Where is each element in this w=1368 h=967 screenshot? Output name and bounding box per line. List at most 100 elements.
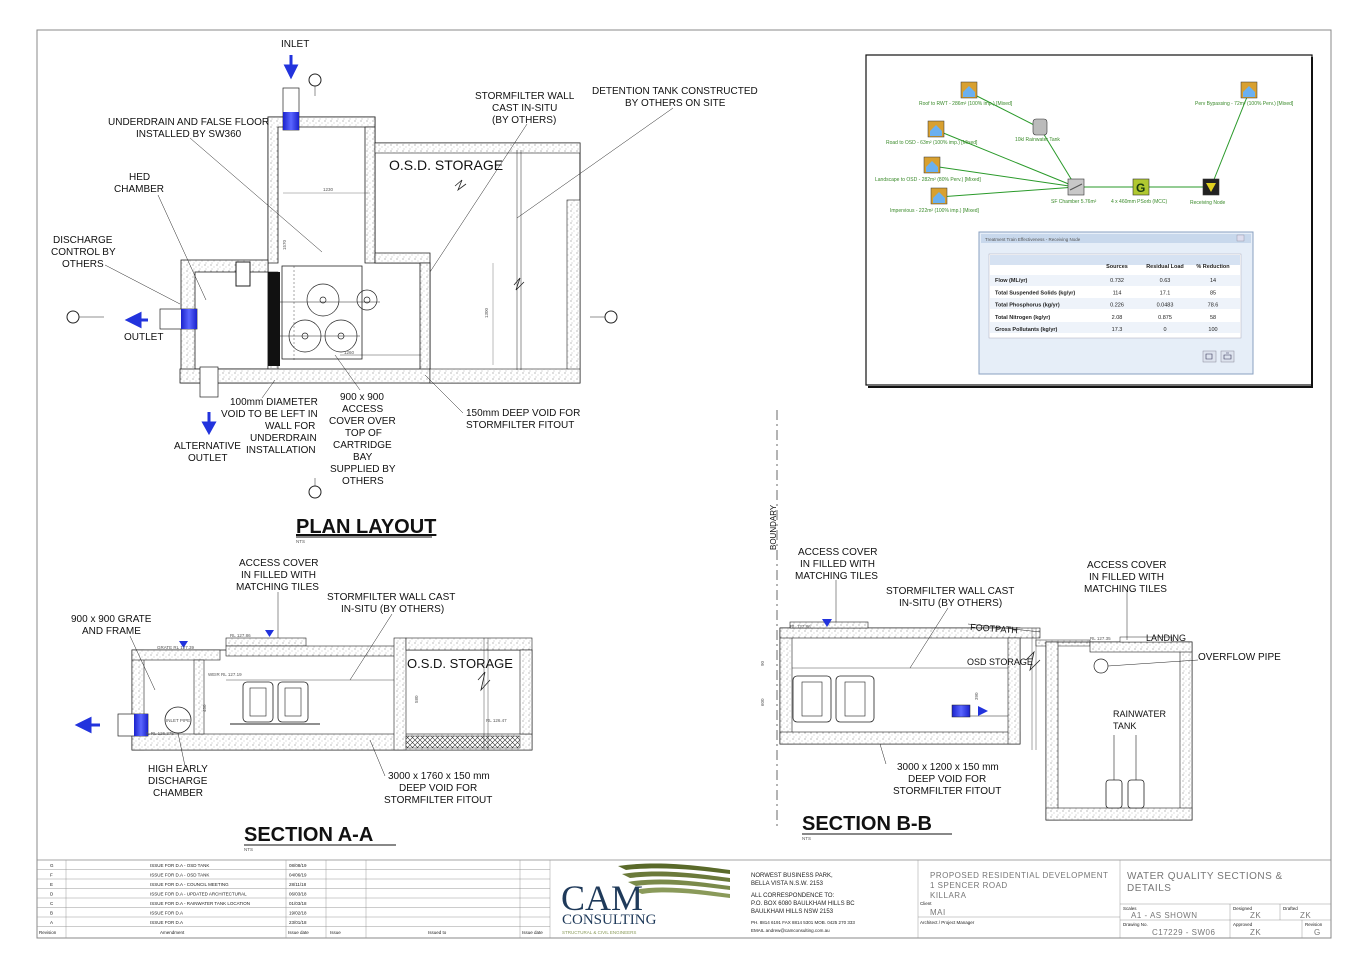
results-table-cell: 0.732 (1110, 278, 1124, 284)
results-table-cell: 58 (1210, 315, 1216, 321)
results-header-cell: Sources (1106, 264, 1128, 270)
drawing-title-2: DETAILS (1127, 883, 1171, 894)
plan-wall-label-2: CAST IN-SITU (492, 103, 557, 114)
sectionA-void-label: 3000 x 1760 x 150 mm (388, 771, 490, 782)
results-table-cell: 0.0483 (1157, 303, 1174, 309)
plan-scale: NTS (296, 539, 305, 544)
sectionA-grate-rl: GRATE RL 127.39 (157, 645, 195, 650)
plan-discharge-label-3: OTHERS (62, 259, 104, 270)
plan-access-label-5: CARTRIDGE (333, 440, 392, 451)
sectionB-landing-label: LANDING (1146, 633, 1186, 643)
project-arch-label: Architect / Project Manager (920, 920, 975, 925)
revision-letter: B (50, 911, 53, 916)
sectionB-wall-label-2: IN-SITU (BY OTHERS) (899, 598, 1002, 609)
drawing-designed: ZK (1250, 911, 1261, 920)
section-marker-icon (308, 485, 322, 499)
section-b-b: BOUNDARY (760, 410, 1281, 841)
company-phone: PH. 8814 6191 FAX 8814 5301 MOB. 0425 27… (751, 920, 855, 925)
sectionB-access-label-3: MATCHING TILES (795, 571, 878, 582)
plan-access-label-7: SUPPLIED BY (330, 464, 396, 475)
revision-date: 04/06/19 (289, 873, 307, 878)
pump-icon (1105, 735, 1145, 809)
sectionB-void-label: 3000 x 1200 x 150 mm (897, 762, 999, 773)
results-header-cell: % Reduction (1196, 264, 1230, 270)
drawing-approved-label: Approved (1233, 922, 1253, 927)
revision-date: 19/02/18 (289, 911, 307, 916)
revision-amendment: ISSUE FOR D.A - RAINWATER TANK LOCATION (150, 901, 250, 906)
results-table-cell: 78.6 (1208, 303, 1219, 309)
sectionA-hed-label: HIGH EARLY (148, 764, 208, 775)
section-marker-icon (308, 73, 322, 87)
plan-wall-label: STORMFILTER WALL (475, 91, 575, 102)
sectionB-boundary-label: BOUNDARY (769, 504, 778, 550)
sectionB-d600: 600 (760, 698, 765, 706)
revision-amendment: ISSUE FOR D.A - UPDATED ARCHITECTURAL (150, 892, 247, 897)
sectionB-d390: 390 (974, 692, 979, 700)
sectionA-hed-label-2: DISCHARGE (148, 776, 208, 787)
window-close-icon[interactable] (1236, 234, 1245, 242)
sectionB-access-label-6: MATCHING TILES (1084, 584, 1167, 595)
plan-void-label: 100mm DIAMETER (230, 397, 318, 408)
revision-letter: A (50, 920, 53, 925)
results-table-cell: 85 (1210, 290, 1216, 296)
revision-amendment: ISSUE FOR D.A (150, 920, 183, 925)
results-table-cell: 114 (1113, 290, 1122, 296)
sectionB-access-label-4: ACCESS COVER (1087, 560, 1166, 571)
project-line2: 1 SPENCER ROAD (930, 881, 1008, 890)
sectionB-void-label-2: DEEP VOID FOR (908, 774, 986, 785)
sectionB-osd-label: OSD STORAGE (967, 657, 1033, 667)
outlet-arrow-icon (124, 311, 148, 329)
rev-header-revision: Revision (39, 930, 57, 935)
plan-underdrain-label: UNDERDRAIN AND FALSE FLOOR (108, 117, 269, 128)
copy-icon (1205, 353, 1213, 360)
results-table-cell: 0 (1163, 327, 1166, 333)
drawing-drafted: ZK (1300, 911, 1311, 920)
revision-letter: D (50, 892, 54, 897)
results-table-cell: 2.08 (1112, 315, 1123, 321)
plan-discharge-label: DISCHARGE (53, 235, 113, 246)
drawing-title-1: WATER QUALITY SECTIONS & (1127, 871, 1283, 882)
company-addr2: BELLA VISTA N.S.W. 2153 (751, 881, 824, 887)
project-line1: PROPOSED RESIDENTIAL DEVELOPMENT (930, 871, 1108, 880)
sectionB-wall-label: STORMFILTER WALL CAST (886, 586, 1014, 597)
plan-tank-label-2: BY OTHERS ON SITE (625, 98, 726, 109)
plan-void-label-4: UNDERDRAIN (250, 433, 317, 444)
plan-alt-outlet-label: ALTERNATIVE (174, 441, 241, 452)
section-marker-icon (66, 310, 80, 324)
sectionA-hed-label-3: CHAMBER (153, 788, 203, 799)
sectionA-il: IL RL 126.375 (146, 731, 174, 736)
sectionA-d450: 450 (202, 704, 207, 712)
inflow-arrow-icon (978, 706, 988, 716)
copy-button[interactable] (1202, 350, 1217, 363)
plan-deepvoid-label-2: STORMFILTER FITOUT (466, 420, 574, 431)
drawing-revision-label: Revision (1305, 922, 1323, 927)
plan-title: PLAN LAYOUT (296, 516, 436, 538)
revision-amendment: ISSUE FOR D.A - OSD TANK (150, 863, 209, 868)
revision-letter: C (50, 901, 54, 906)
music-node-psorb: 4 x 460mm PSorb (MCC) (1111, 199, 1167, 205)
plan-tank-label: DETENTION TANK CONSTRUCTED (592, 86, 758, 97)
section-a-a: INLET PIPE GRATE RL 127.39 RL 127.86 WEI… (71, 558, 533, 852)
revision-letter: E (50, 882, 53, 887)
sectionA-scale: NTS (244, 847, 253, 852)
drawing-no: C17229 - SW06 (1152, 928, 1215, 937)
sectionA-rl2: RL 126.47 (486, 718, 507, 723)
revision-letter: F (50, 873, 53, 878)
sectionA-access-label-3: MATCHING TILES (236, 582, 319, 593)
revision-amendment: ISSUE FOR D.A - COUNCIL MEETING (150, 882, 229, 887)
rainwater-tank-node-icon (1032, 118, 1048, 136)
outlet-arrow-icon (74, 716, 100, 734)
music-node-chamber: SF Chamber 5.76m² (1051, 199, 1097, 205)
sectionB-title: SECTION B-B (802, 813, 932, 835)
results-window: Treatment Train Effectiveness - Receivin… (978, 231, 1254, 375)
print-button[interactable] (1220, 350, 1235, 363)
revision-amendment: ISSUE FOR D.A - OSD TANK (150, 873, 209, 878)
drawing-approved: ZK (1250, 928, 1261, 937)
sectionB-rl1: RL 127.86 (790, 624, 811, 629)
sectionA-void-label-2: DEEP VOID FOR (399, 783, 477, 794)
psorb-node-icon: G (1132, 178, 1150, 196)
revision-date: 06/03/18 (289, 892, 307, 897)
sectionB-rl2: RL 127.35 (1090, 636, 1111, 641)
results-table-cell: 100 (1208, 327, 1217, 333)
